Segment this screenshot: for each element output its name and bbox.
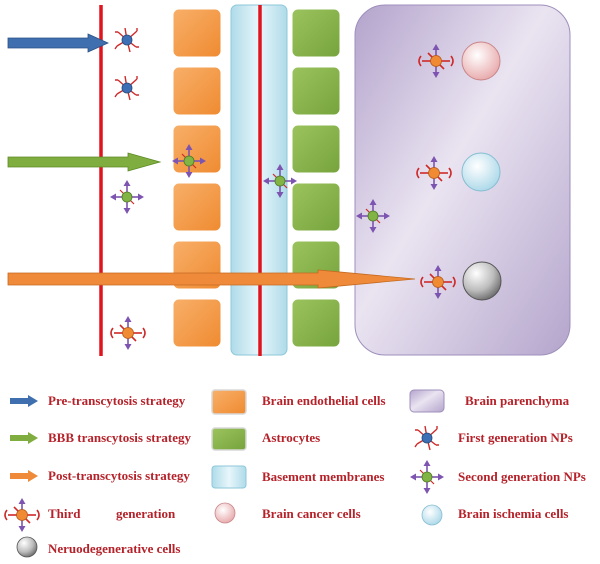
brain-cancer-cell <box>461 41 501 81</box>
third-gen-np-icon <box>110 315 146 351</box>
legend-neurodegenerative-label: Neruodegenerative cells <box>48 541 180 556</box>
first-gen-np-icon <box>114 27 140 53</box>
legend-second-gen-np-icon <box>409 459 445 495</box>
legend-ischemia-icon <box>421 504 443 526</box>
legend-cancer-icon <box>214 502 236 524</box>
legend-neurodegenerative-icon <box>16 536 38 558</box>
legend-first-gen-label: First generation NPs <box>458 430 573 445</box>
bbb-transcytosis-arrow <box>7 152 162 172</box>
legend-second-gen-label: Second generation NPs <box>458 469 586 484</box>
legend-basement-icon <box>211 465 247 489</box>
legend-ischemia-label: Brain ischemia cells <box>458 506 569 521</box>
legend-pre-arrow-icon <box>10 395 38 407</box>
second-gen-np-icon <box>109 179 145 215</box>
legend-third-label-b: generation <box>116 506 176 521</box>
legend-third-label-a: Third <box>48 506 81 521</box>
brain-ischemia-cell <box>461 152 501 192</box>
neurodegenerative-cell <box>462 261 502 301</box>
astrocyte-column <box>289 6 343 350</box>
legend-first-gen-np-icon <box>414 425 440 451</box>
pre-transcytosis-arrow <box>7 33 109 53</box>
post-transcytosis-arrow <box>7 269 416 289</box>
legend-bbb-arrow-icon <box>10 432 38 444</box>
legend-astrocytes-label: Astrocytes <box>262 430 320 445</box>
legend-cancer-label: Brain cancer cells <box>262 506 361 521</box>
legend-post-arrow-icon <box>10 470 38 482</box>
legend-astrocyte-icon <box>211 427 247 451</box>
legend-endothelial-icon <box>211 389 247 415</box>
legend-endothelial-label: Brain endothelial cells <box>262 393 386 408</box>
brain-parenchyma-region <box>354 4 571 356</box>
legend-third-gen-np-icon <box>4 497 40 533</box>
first-gen-np-icon <box>114 75 140 101</box>
endothelial-cell-column <box>170 6 224 350</box>
legend-pre-transcytosis-label: Pre-transcytosis strategy <box>48 393 186 408</box>
legend-parenchyma-icon <box>409 389 445 413</box>
legend-basement-label: Basement membranes <box>262 469 384 484</box>
legend-parenchyma-label: Brain parenchyma <box>465 393 570 408</box>
legend-post-transcytosis-label: Post-transcytosis strategy <box>48 468 190 483</box>
legend-bbb-transcytosis-label: BBB transcytosis strategy <box>48 430 191 445</box>
